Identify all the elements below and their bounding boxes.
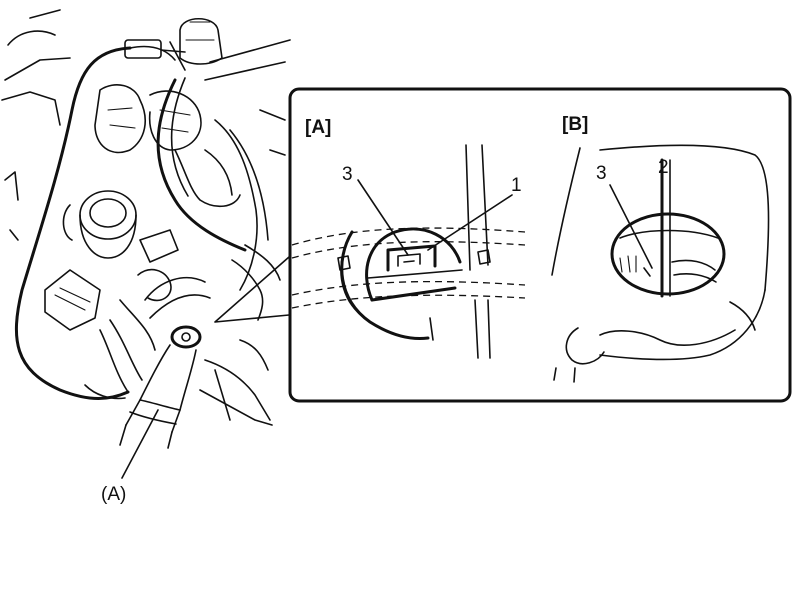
- detail-b: [B] 3 2: [551, 114, 770, 383]
- detail-b-title: [B]: [562, 114, 588, 135]
- engine-bay-drawing: [1, 9, 291, 449]
- callout-pointer: [214, 256, 290, 323]
- detail-b-item-2-label: 2: [658, 157, 669, 178]
- detail-a-item-3-label: 3: [342, 164, 353, 185]
- detail-callout-box: [288, 87, 792, 403]
- detail-a: [A] 3 1: [291, 117, 526, 359]
- detail-a-title: [A]: [305, 117, 331, 138]
- detail-b-item-3-label: 3: [596, 163, 607, 184]
- detail-a-item-1-label: 1: [511, 175, 522, 196]
- part-a-label: (A): [101, 484, 126, 505]
- part-a-leader-line: [121, 409, 159, 479]
